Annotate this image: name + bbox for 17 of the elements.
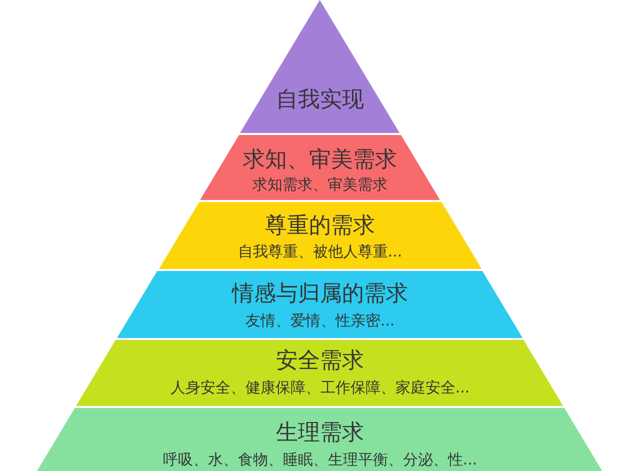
- level-title: 自我实现: [276, 87, 364, 113]
- level-title: 生理需求: [276, 420, 364, 446]
- pyramid-level: [200, 135, 440, 200]
- level-description: 人身安全、健康保障、工作保障、家庭安全...: [170, 379, 470, 397]
- pyramid-level: [37, 408, 603, 471]
- level-description: 友情、爱情、性亲密...: [245, 312, 395, 330]
- level-title: 安全需求: [276, 348, 364, 374]
- level-description: 自我尊重、被他人尊重...: [238, 243, 402, 261]
- level-description: 求知需求、审美需求: [252, 176, 388, 194]
- level-title: 求知、审美需求: [243, 147, 397, 173]
- pyramid-level: [117, 271, 523, 338]
- level-description: 呼吸、水、食物、睡眠、生理平衡、分泌、性...: [162, 451, 478, 469]
- pyramid-level: [158, 202, 482, 269]
- pyramid-level: [76, 340, 564, 406]
- level-title: 情感与归属的需求: [232, 281, 408, 307]
- level-title: 尊重的需求: [264, 213, 375, 239]
- pyramid-level: [240, 0, 400, 133]
